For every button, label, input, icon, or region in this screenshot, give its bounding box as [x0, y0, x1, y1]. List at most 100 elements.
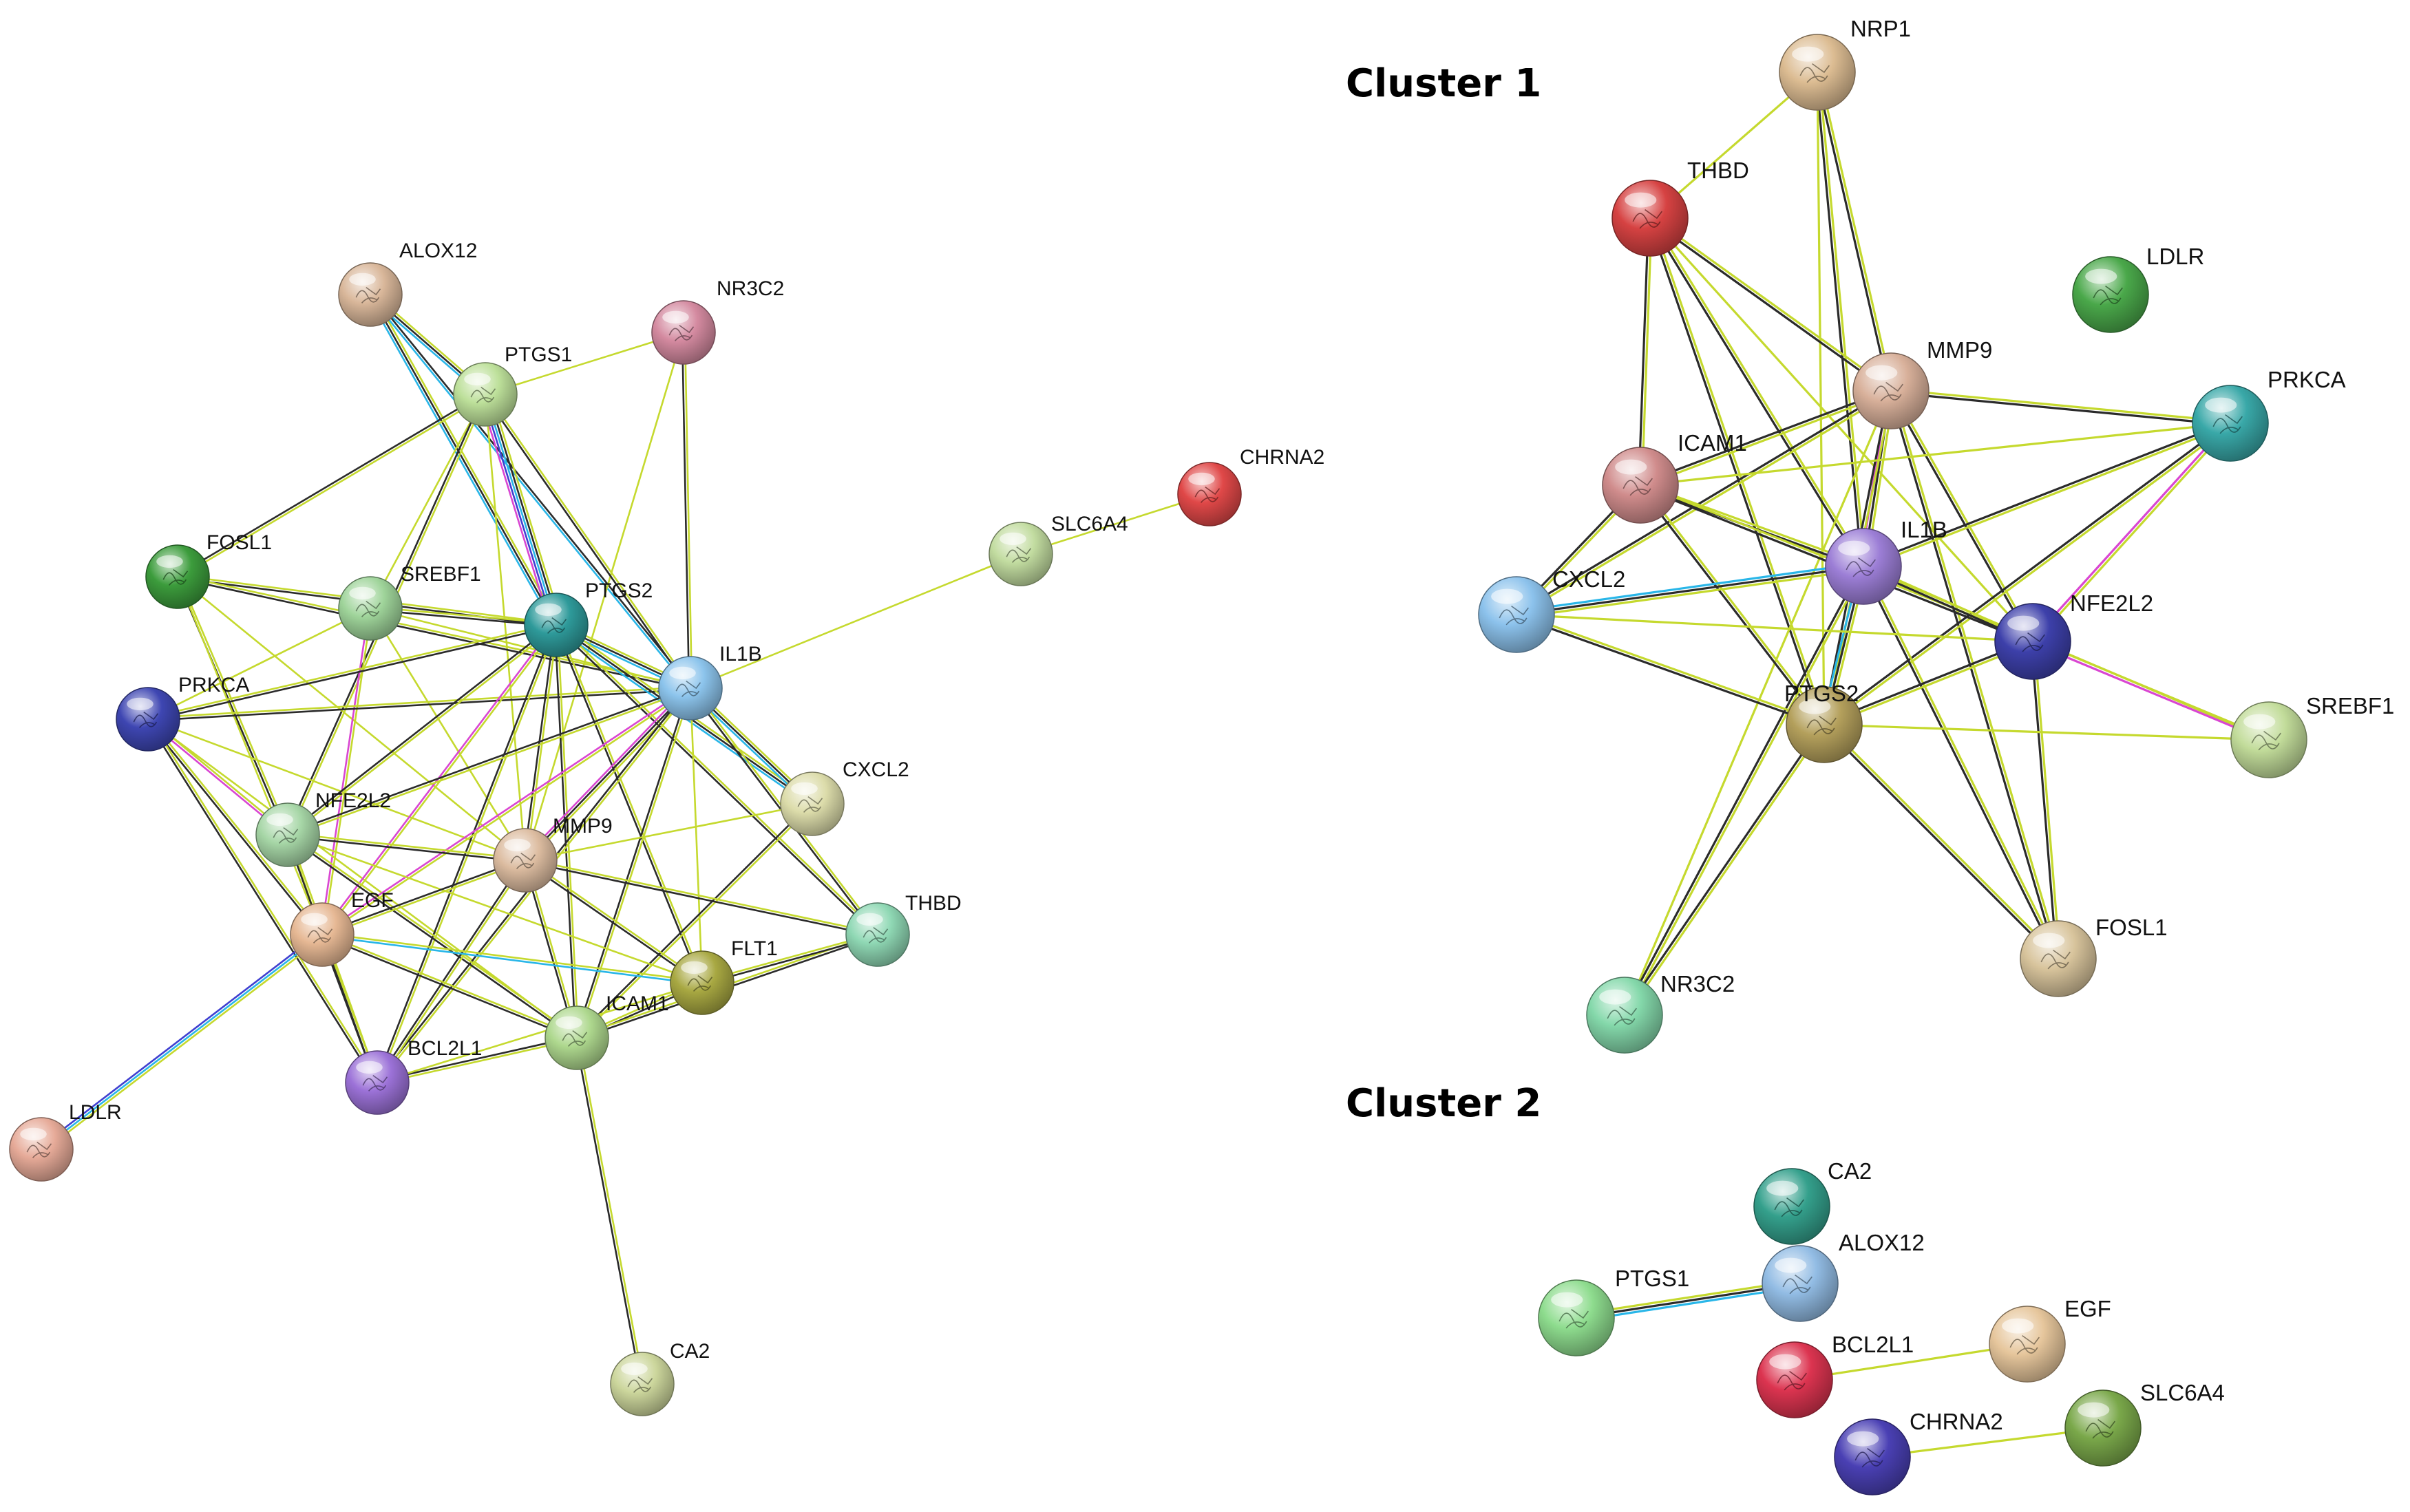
node-fosl1[interactable]: FOSL1 [145, 531, 272, 609]
node-ptgs1[interactable]: PTGS1 [453, 343, 572, 427]
edge-line-textmining [2033, 640, 2061, 960]
protein-structure-icon [2085, 1418, 2115, 1439]
node-bcl2l1[interactable]: BCL2L1 [345, 1037, 482, 1115]
protein-structure-icon [863, 926, 889, 944]
node-cxcl2[interactable]: CXCL2 [780, 758, 909, 836]
node-mmp9[interactable]: MMP9 [1852, 337, 1992, 429]
node-nfe2l2[interactable]: NFE2L2 [1994, 590, 2153, 680]
node-label-mmp9: MMP9 [1927, 337, 1992, 363]
node-nfe2l2[interactable]: NFE2L2 [255, 789, 391, 867]
node-sphere [1753, 1168, 1830, 1245]
edge-line-textmining [1640, 482, 1865, 566]
node-gloss [1769, 1354, 1801, 1370]
node-gloss [2078, 1402, 2110, 1418]
edge-line-textmining [1019, 493, 1211, 555]
node-alox12[interactable]: ALOX12 [1762, 1230, 1925, 1322]
node-sphere [780, 771, 845, 836]
node-thbd[interactable]: THBD [845, 892, 962, 967]
node-ptgs2[interactable]: PTGS2 [524, 579, 653, 657]
node-prkca[interactable]: PRKCA [116, 674, 249, 752]
node-cxcl2[interactable]: CXCL2 [1478, 566, 1625, 653]
node-srebf1[interactable]: SREBF1 [2230, 693, 2394, 778]
node-srebf1[interactable]: SREBF1 [338, 563, 481, 641]
node-icam1[interactable]: ICAM1 [1602, 430, 1747, 524]
edge-line-homology [481, 394, 555, 627]
node-sphere [989, 522, 1053, 586]
node-gloss [156, 555, 183, 568]
edge-line-coexpression [375, 858, 525, 1083]
edge-prkca-ptgs2 [1822, 420, 2232, 727]
protein-structure-icon [668, 324, 695, 341]
node-sphere [1611, 180, 1689, 257]
edge-line-textmining [1817, 70, 1894, 392]
edge-line-textmining [525, 858, 704, 983]
node-fosl1[interactable]: FOSL1 [2020, 915, 2168, 997]
edge-line-textmining [1515, 613, 2034, 643]
node-bcl2l1[interactable]: BCL2L1 [1756, 1332, 1914, 1418]
edge-line-textmining [689, 553, 1022, 690]
node-chrna2[interactable]: CHRNA2 [1177, 446, 1324, 526]
node-nrp1[interactable]: NRP1 [1779, 16, 1911, 111]
node-slc6a4[interactable]: SLC6A4 [989, 513, 1128, 586]
node-ptgs1[interactable]: PTGS1 [1538, 1266, 1689, 1356]
edge-line-database [368, 294, 690, 690]
node-thbd[interactable]: THBD [1611, 158, 1749, 257]
edge-line-textmining [1640, 217, 1653, 487]
edge-line-coexpression [1638, 485, 1824, 727]
node-il1b[interactable]: IL1B [1825, 517, 1947, 605]
edge-line-textmining [577, 804, 814, 1040]
edge-line-coexpression [321, 858, 526, 935]
node-label-il1b: IL1B [1901, 517, 1947, 542]
node-sphere [145, 544, 210, 609]
edge-line-textmining [556, 623, 880, 935]
node-egf[interactable]: EGF [1989, 1296, 2111, 1383]
edge-il1b-fosl1 [1861, 564, 2061, 961]
edge-line-coexpression [146, 718, 377, 1085]
edge-line-textmining [287, 833, 579, 1038]
node-egf[interactable]: EGF [290, 889, 394, 967]
edge-line-coexpression [523, 860, 703, 985]
edge-line-textmining [42, 935, 325, 1153]
node-nr3c2[interactable]: NR3C2 [651, 277, 784, 365]
node-mmp9[interactable]: MMP9 [493, 815, 613, 893]
edge-line-textmining [147, 622, 557, 719]
node-ldlr[interactable]: LDLR [9, 1101, 122, 1182]
node-sphere [658, 656, 723, 721]
node-gloss [1838, 540, 1870, 556]
edge-line-database [40, 933, 324, 1151]
edge-ptgs2-srebf1 [1823, 723, 2270, 741]
protein-structure-icon [162, 568, 189, 586]
node-sphere [1762, 1245, 1839, 1322]
edge-mmp9-bcl2l1 [375, 858, 527, 1085]
node-slc6a4[interactable]: SLC6A4 [2064, 1380, 2225, 1467]
edge-line-textmining [287, 625, 558, 837]
protein-structure-icon [2040, 949, 2071, 970]
node-nr3c2[interactable]: NR3C2 [1586, 971, 1735, 1054]
node-alox12[interactable]: ALOX12 [338, 239, 477, 327]
edge-line-textmining [1816, 71, 1826, 726]
node-icam1[interactable]: ICAM1 [545, 992, 669, 1070]
node-label-icam1: ICAM1 [1678, 430, 1747, 456]
edge-line-coexpression [370, 292, 693, 689]
node-ca2[interactable]: CA2 [1753, 1158, 1872, 1245]
node-il1b[interactable]: IL1B [658, 643, 762, 721]
node-ca2[interactable]: CA2 [610, 1340, 710, 1416]
edge-line-coexpression [575, 802, 812, 1038]
edge-thbd-mmp9 [1648, 215, 1893, 394]
node-prkca[interactable]: PRKCA [2192, 367, 2346, 462]
node-ldlr[interactable]: LDLR [2072, 244, 2204, 333]
edge-nr3c2-ptgs1 [484, 331, 685, 396]
protein-structure-icon [1799, 63, 1830, 83]
edge-line-textmining [377, 860, 527, 1085]
protein-structure-icon [2015, 632, 2045, 652]
edge-line-coexpression [681, 331, 690, 690]
edge-ptgs1-srebf1 [369, 393, 487, 610]
node-sphere [1834, 1418, 1911, 1495]
edge-ptgs2-nfe2l2 [286, 623, 558, 837]
edge-line-textmining [1516, 568, 1865, 619]
node-flt1[interactable]: FLT1 [670, 937, 778, 1015]
node-chrna2[interactable]: CHRNA2 [1834, 1409, 2003, 1495]
node-ptgs2[interactable]: PTGS2 [1784, 681, 1863, 763]
edge-line-experimental [479, 395, 552, 628]
